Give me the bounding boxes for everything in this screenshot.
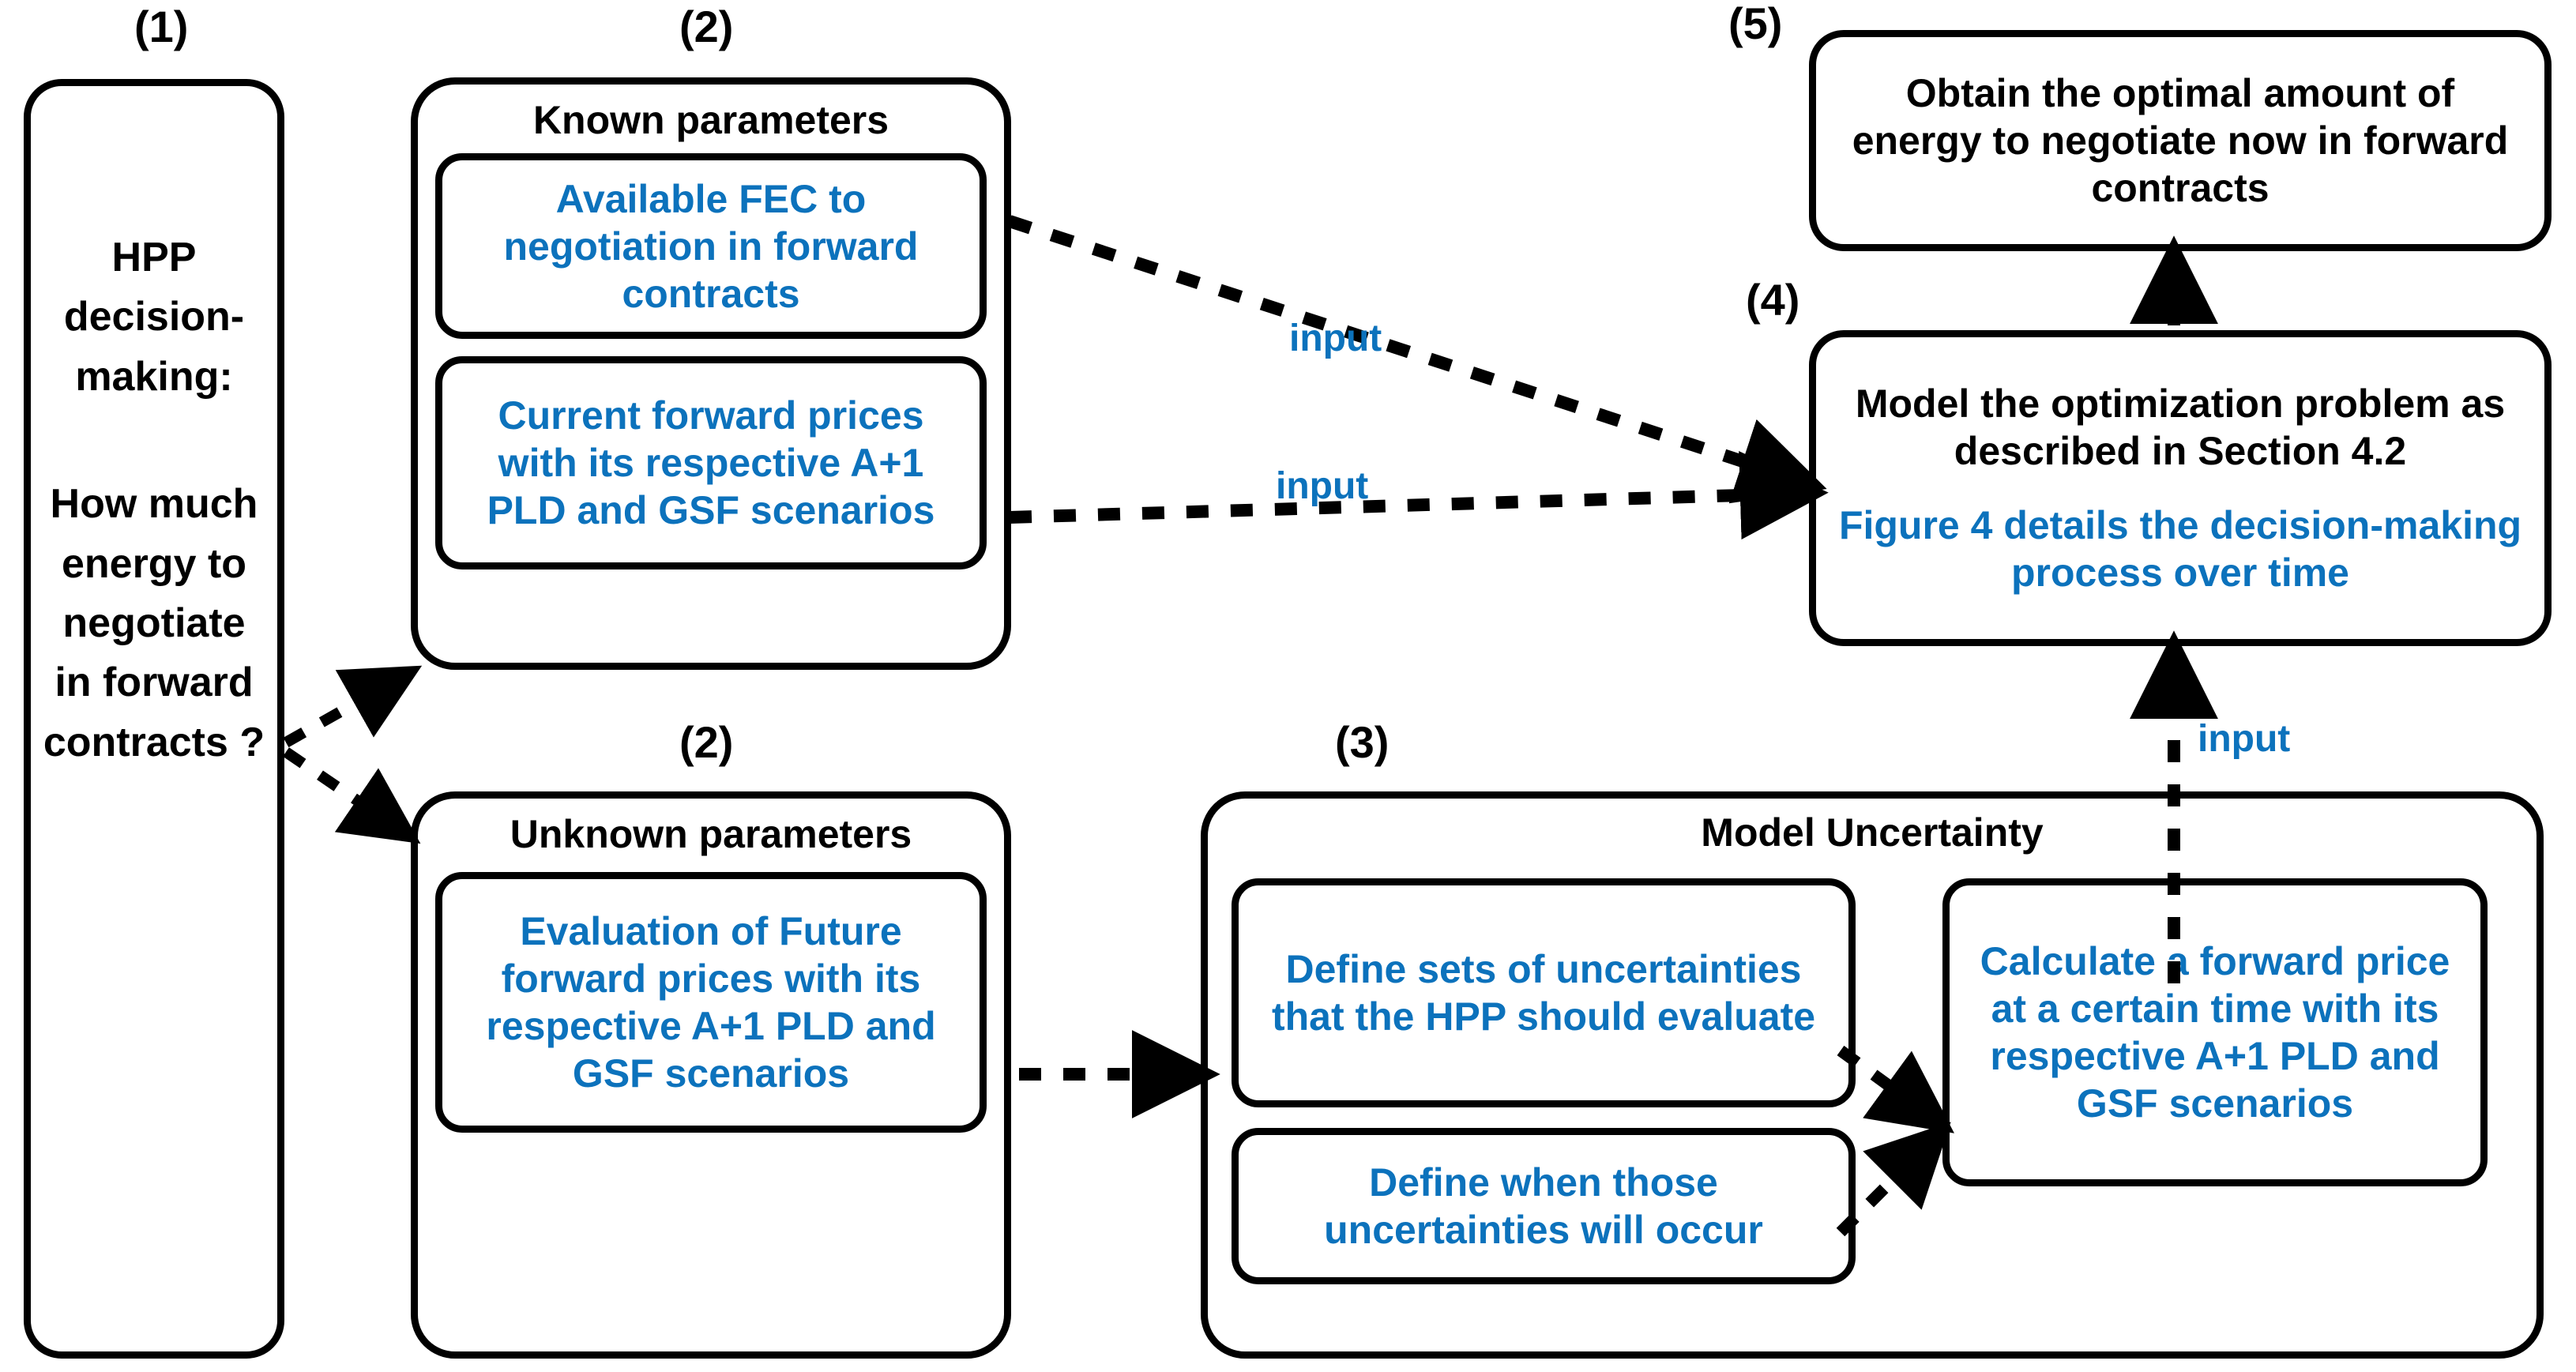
step-label-4: (4) [1746,275,1800,325]
step-label-3: (3) [1335,717,1390,767]
decision-line-2: How much energy to negotiate in forward … [43,481,265,765]
uncertainty-item-define-sets[interactable]: Define sets of uncertainties that the HP… [1232,878,1856,1107]
node-model-uncertainty[interactable]: Model Uncertainty Define sets of uncerta… [1201,791,2544,1359]
uncertainty-item-define-when[interactable]: Define when those uncertainties will occ… [1232,1128,1856,1284]
optimization-heading: Model the optimization problem as descri… [1855,382,2506,473]
uncertainty-item-define-sets-label: Define sets of uncertainties that the HP… [1271,947,1816,1039]
arrow-decision-to-known [283,665,423,748]
known-parameter-item-prices[interactable]: Current forward prices with its respecti… [435,356,987,569]
node-unknown-parameters[interactable]: Unknown parameters Evaluation of Future … [411,791,1011,1359]
edge-label-input-middle: input [1276,465,1369,507]
step-label-2-unknown: (2) [679,717,734,767]
step-label-5: (5) [1728,0,1783,48]
unknown-parameter-item-evaluation[interactable]: Evaluation of Future forward prices with… [435,872,987,1133]
known-parameter-item-prices-label: Current forward prices with its respecti… [487,393,935,532]
unknown-parameter-item-evaluation-label: Evaluation of Future forward prices with… [486,909,936,1096]
unknown-parameters-title: Unknown parameters [510,812,912,856]
node-optimal-result[interactable]: Obtain the optimal amount of energy to n… [1809,30,2552,251]
decision-line-1: HPP decision-making: [63,235,245,400]
uncertainty-item-calculate-price[interactable]: Calculate a forward price at a certain t… [1942,878,2488,1186]
uncertainty-item-define-when-label: Define when those uncertainties will occ… [1324,1160,1763,1252]
arrow-prices-to-optimization [1009,451,1829,540]
known-parameter-item-fec[interactable]: Available FEC to negotiation in forward … [435,153,987,339]
arrow-decision-to-unknown [283,747,421,844]
node-known-parameters[interactable]: Known parameters Available FEC to negoti… [411,77,1011,670]
model-uncertainty-title: Model Uncertainty [1701,810,2044,855]
step-label-1: (1) [134,2,189,51]
edge-label-input-vertical: input [2198,718,2291,760]
edge-label-input-top: input [1289,318,1382,359]
model-uncertainty-body: Define sets of uncertainties that the HP… [1208,861,2537,1351]
known-parameter-item-fec-label: Available FEC to negotiation in forward … [503,176,919,316]
uncertainty-item-calculate-price-label: Calculate a forward price at a certain t… [1980,939,2450,1126]
node-optimization-model[interactable]: Model the optimization problem as descri… [1809,330,2552,646]
arrow-fec-to-optimization [1007,215,1827,504]
step-label-2-known: (2) [679,2,734,51]
result-heading: Obtain the optimal amount of energy to n… [1852,71,2509,210]
known-parameters-title: Known parameters [532,98,889,142]
optimization-note: Figure 4 details the decision-making pro… [1838,503,2522,595]
node-hpp-decision[interactable]: HPP decision-making: How much energy to … [24,79,284,1359]
